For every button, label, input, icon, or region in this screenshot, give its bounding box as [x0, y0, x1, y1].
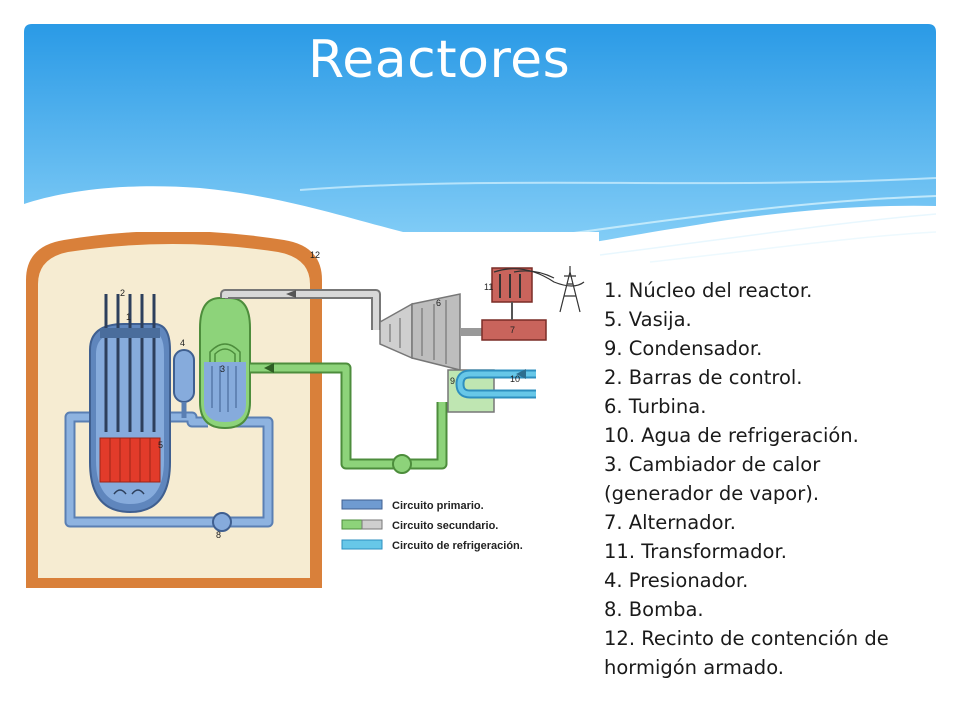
legend-item: 1. Núcleo del reactor.	[604, 279, 813, 302]
label-7: 7	[510, 325, 515, 335]
label-10: 10	[510, 374, 520, 384]
circuit-legend: Circuito primario. Circuito secundario. …	[341, 499, 523, 552]
slide-title: Reactores	[308, 30, 571, 90]
component-legend: 1. Núcleo del reactor. 5. Vasija. 9. Con…	[604, 276, 944, 682]
steam-line	[220, 289, 381, 330]
legend-item: 8. Bomba.	[604, 598, 704, 621]
reactor-diagram: 1 2 3 4 5 6 7 8 9 10 11 12 Circuito prim…	[24, 232, 599, 592]
label-5: 5	[158, 440, 163, 450]
legend-item: (generador de vapor).	[604, 482, 820, 505]
label-8: 8	[216, 530, 221, 540]
reactor-vessel	[89, 294, 171, 514]
label-6: 6	[436, 298, 441, 308]
legend-item: 4. Presionador.	[604, 569, 749, 592]
label-12: 12	[310, 250, 320, 260]
legend-item: 7. Alternador.	[604, 511, 736, 534]
legend-item: hormigón armado.	[604, 656, 784, 679]
label-1: 1	[126, 312, 131, 322]
legend-item: 3. Cambiador de calor	[604, 453, 821, 476]
legend-item: 10. Agua de refrigeración.	[604, 424, 859, 447]
condenser	[447, 369, 536, 413]
containment-building	[26, 232, 322, 588]
label-9: 9	[450, 376, 455, 386]
label-2: 2	[120, 288, 125, 298]
diagram-number-labels: 1 2 3 4 5 6 7 8 9 10 11 12	[120, 250, 520, 540]
legend-cooling: Circuito de refrigeración.	[392, 540, 523, 552]
alternator	[481, 319, 547, 341]
legend-item: 9. Condensador.	[604, 337, 763, 360]
pumps	[212, 454, 412, 532]
header-background	[24, 24, 937, 263]
label-11: 11	[484, 282, 493, 292]
steam-generator	[199, 297, 251, 430]
legend-item: 11. Transformador.	[604, 540, 787, 563]
transformer	[491, 267, 533, 320]
label-4: 4	[180, 338, 185, 348]
legend-item: 5. Vasija.	[604, 308, 692, 331]
legend-primary: Circuito primario.	[392, 500, 484, 512]
legend-item: 6. Turbina.	[604, 395, 707, 418]
legend-item: 2. Barras de control.	[604, 366, 803, 389]
label-3: 3	[220, 364, 225, 374]
legend-secondary: Circuito secundario.	[392, 520, 498, 532]
legend-item: 12. Recinto de contención de	[604, 627, 889, 650]
power-pylon	[493, 266, 585, 313]
secondary-circuit	[250, 362, 448, 470]
turbine	[379, 293, 494, 371]
pressurizer	[173, 349, 195, 418]
